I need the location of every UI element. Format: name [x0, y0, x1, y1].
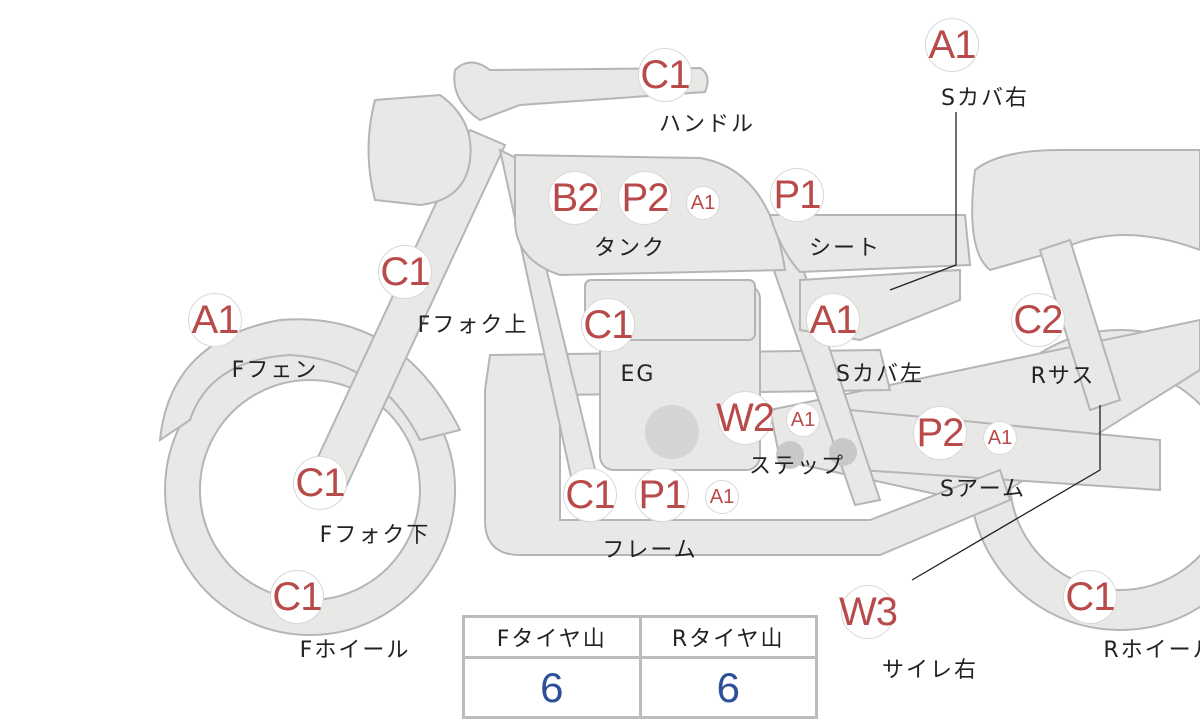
damage-code-badge: C1: [638, 48, 692, 102]
leader-line-scover-right: [889, 112, 957, 291]
damage-code-badge: W2: [716, 391, 775, 445]
damage-code-badge: W3: [839, 585, 898, 639]
part-label: Fフォク上: [417, 313, 529, 338]
damage-code-badge: C1: [378, 245, 432, 299]
damage-code-badge: C1: [293, 456, 347, 510]
part-label: Rホイール: [1103, 638, 1200, 663]
engine-cover: [645, 405, 699, 459]
damage-code-badge: A1: [188, 293, 242, 347]
tire-tread-table: Fタイヤ山 Rタイヤ山 6 6: [462, 615, 818, 719]
headlight: [367, 93, 472, 207]
damage-code-badge: A1: [983, 421, 1017, 455]
part-label: Fフォク下: [319, 523, 431, 548]
part-label: Sカバ左: [836, 362, 924, 387]
part-label: シート: [808, 236, 882, 261]
leader-line-muffler: [911, 405, 1101, 581]
damage-code-badge: A1: [686, 186, 720, 220]
rear-tire-value: 6: [638, 656, 818, 719]
part-label: フレーム: [602, 538, 698, 563]
part-label: Sアーム: [940, 477, 1026, 502]
damage-code-badge: P1: [635, 468, 689, 522]
damage-code-badge: C1: [270, 570, 324, 624]
damage-code-badge: C1: [1063, 570, 1117, 624]
damage-code-badge: P2: [618, 171, 672, 225]
front-tire-header: Fタイヤ山: [462, 615, 642, 659]
damage-code-badge: P1: [770, 168, 824, 222]
damage-code-badge: C1: [563, 468, 617, 522]
rear-shock: [1038, 238, 1122, 412]
part-label: サイレ右: [881, 658, 979, 683]
damage-code-badge: A1: [705, 480, 739, 514]
damage-code-badge: A1: [786, 403, 820, 437]
damage-code-badge: C1: [581, 298, 635, 352]
damage-code-badge: C2: [1011, 293, 1065, 347]
rear-tire-header: Rタイヤ山: [638, 615, 818, 659]
part-label: EG: [620, 362, 656, 387]
part-label: ステップ: [748, 454, 846, 479]
damage-code-badge: B2: [548, 171, 602, 225]
rear-fender: [971, 149, 1200, 272]
part-label: Rサス: [1030, 364, 1096, 389]
damage-code-badge: A1: [925, 18, 979, 72]
part-label: Fホイール: [299, 638, 411, 663]
part-label: タンク: [593, 236, 667, 261]
seat: [768, 214, 972, 274]
front-tire-value: 6: [462, 656, 642, 719]
damage-code-badge: A1: [806, 293, 860, 347]
part-label: Sカバ右: [941, 86, 1029, 111]
damage-code-badge: P2: [913, 406, 967, 460]
part-label: ハンドル: [658, 112, 756, 137]
part-label: Fフェン: [231, 358, 319, 383]
